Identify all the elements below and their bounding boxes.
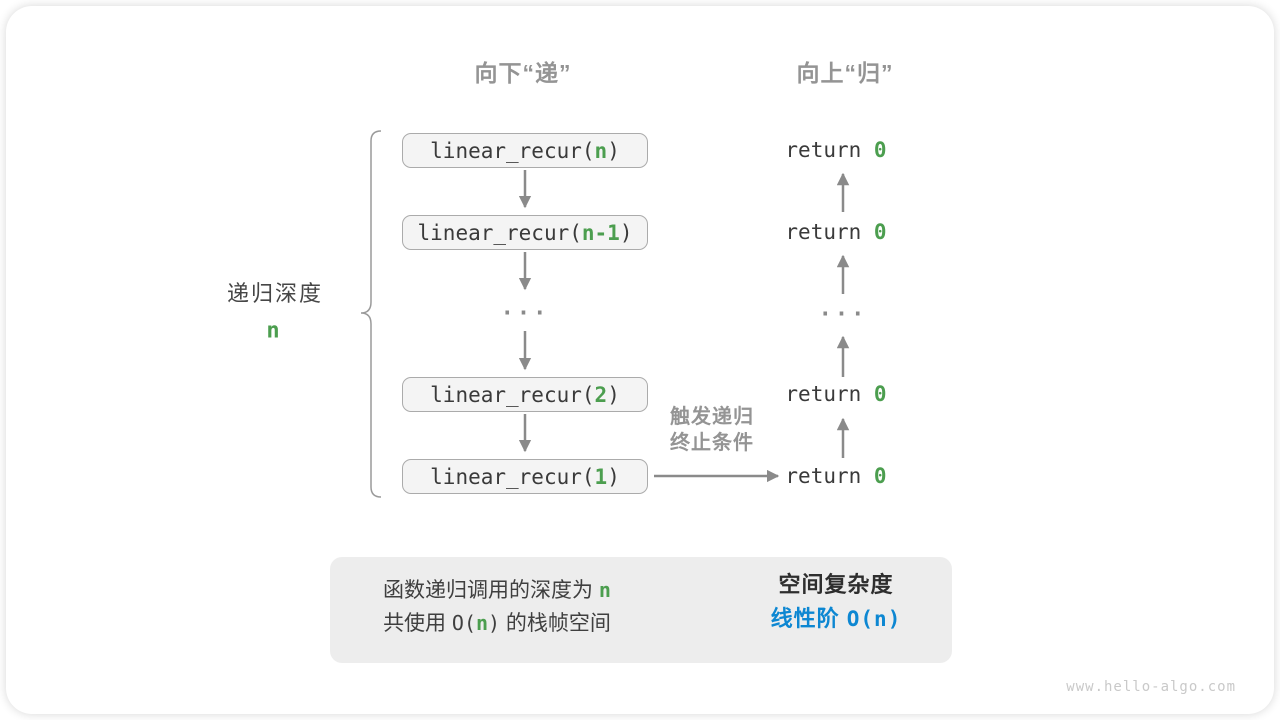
call-box-2: linear_recur(2) [402,377,648,412]
trigger-label-line1: 触发递归 [670,406,754,428]
big-o-open: O( [451,611,476,635]
return-statement-4: return 0 [785,464,886,488]
call-code: linear_recur( [417,220,582,245]
ellipsis-descend: ... [500,295,550,321]
result-big-o: O(n) [846,607,902,631]
big-o-arg: n [476,611,489,635]
summary-line2-text: 共使用 [383,612,452,635]
call-code-close: ) [607,138,620,163]
call-code: linear_recur( [430,464,595,489]
call-code: linear_recur( [430,382,595,407]
return-code: return [785,138,874,162]
return-code: return [785,220,874,244]
summary-panel [330,557,952,663]
call-arg: 2 [594,382,608,407]
depth-value: n [266,318,280,344]
depth-label: 递归深度 [226,281,324,306]
call-code-close: ) [607,382,620,407]
call-box-n-1: linear_recur(n-1) [402,215,648,250]
call-code-close: ) [607,464,620,489]
call-arg: n [594,138,608,163]
summary-line2: 共使用 O(n) 的栈帧空间 [332,607,662,640]
summary-line1-value: n [598,578,611,602]
return-statement-1: return 0 [785,138,886,162]
summary-line1-text: 函数递归调用的深度为 [383,579,599,602]
return-value: 0 [873,382,887,406]
return-statement-3: return 0 [785,382,886,406]
return-statement-2: return 0 [785,220,886,244]
header-return: 向上“归” [796,60,894,86]
call-box-1: linear_recur(1) [402,459,648,494]
call-code-close: ) [619,220,633,245]
summary-line1: 函数递归调用的深度为 n [332,574,662,607]
header-descend: 向下“递” [474,60,572,86]
summary-right-text: 空间复杂度 线性阶 O(n) [706,570,966,638]
summary-left-text: 函数递归调用的深度为 n 共使用 O(n) 的栈帧空间 [332,574,662,640]
big-o-close: ) [488,611,501,635]
trigger-label-line2: 终止条件 [670,432,754,454]
return-code: return [785,382,874,406]
space-complexity-result: 线性阶 O(n) [706,600,966,638]
call-arg: n-1 [581,220,620,245]
result-label: 线性阶 [770,606,847,631]
call-box-n: linear_recur(n) [402,133,648,168]
return-value: 0 [873,138,887,162]
ellipsis-ascend: ... [818,296,868,322]
return-value: 0 [873,464,887,488]
return-code: return [785,464,874,488]
space-complexity-title: 空间复杂度 [778,572,894,597]
summary-line2-tail: 的栈帧空间 [500,612,611,635]
return-value: 0 [873,220,887,244]
call-code: linear_recur( [430,138,595,163]
watermark: www.hello-algo.com [1066,679,1236,695]
trigger-label: 触发递归 终止条件 [670,404,754,456]
call-arg: 1 [594,464,608,489]
